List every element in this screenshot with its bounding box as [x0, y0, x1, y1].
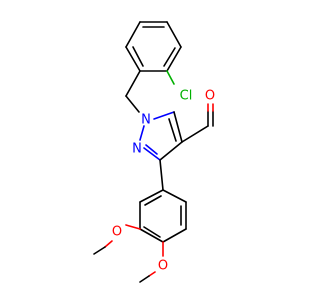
bond — [139, 189, 164, 203]
oxygen-methoxy2-label: O — [158, 259, 168, 274]
pyrazole-ring — [139, 111, 183, 161]
oxygen-aldehyde-label: O — [205, 89, 215, 104]
double-bond-inner — [132, 46, 144, 67]
bond — [125, 46, 141, 72]
bond-ch3-meo2 — [139, 275, 150, 283]
bond-ch3-meo1 — [93, 246, 106, 255]
double-bond-inner — [144, 195, 162, 206]
molecule-structure: Cl N N O O O — [93, 21, 215, 283]
bond-ring-ch2 — [125, 70, 141, 97]
bond — [166, 46, 182, 72]
bond — [162, 228, 187, 243]
bond — [139, 228, 164, 243]
bond-c4-cho — [181, 125, 209, 143]
bond-c3-n2 — [143, 147, 161, 161]
bond — [166, 21, 182, 48]
bond — [125, 21, 141, 48]
double-bond-inner — [145, 144, 158, 155]
double-bond-inner — [143, 226, 161, 238]
bond-n2-n1 — [139, 125, 145, 141]
bond-c5-c4 — [173, 111, 183, 143]
bond — [162, 189, 187, 203]
double-bond-inner — [168, 118, 177, 142]
bond-c4-c3 — [159, 141, 183, 161]
nitrogen-n2-label: N — [132, 142, 142, 157]
chlorophenyl-ring — [125, 21, 182, 72]
bond-c-cl — [166, 70, 175, 85]
bond-c3-aryl — [159, 159, 164, 191]
chlorine-label: Cl — [180, 89, 193, 104]
double-bond-inner — [163, 47, 176, 67]
oxygen-methoxy1-label: O — [112, 225, 122, 240]
nitrogen-n1-label: N — [141, 113, 151, 128]
bond-n1-c5 — [153, 111, 175, 120]
dimethoxyphenyl-ring — [139, 189, 187, 243]
bond-c-o-meo1 — [125, 224, 141, 230]
bond-o-ch3-meo1 — [104, 240, 113, 248]
bond-ch2-n1 — [125, 95, 140, 113]
bond-o-ch3-meo2 — [148, 271, 156, 277]
